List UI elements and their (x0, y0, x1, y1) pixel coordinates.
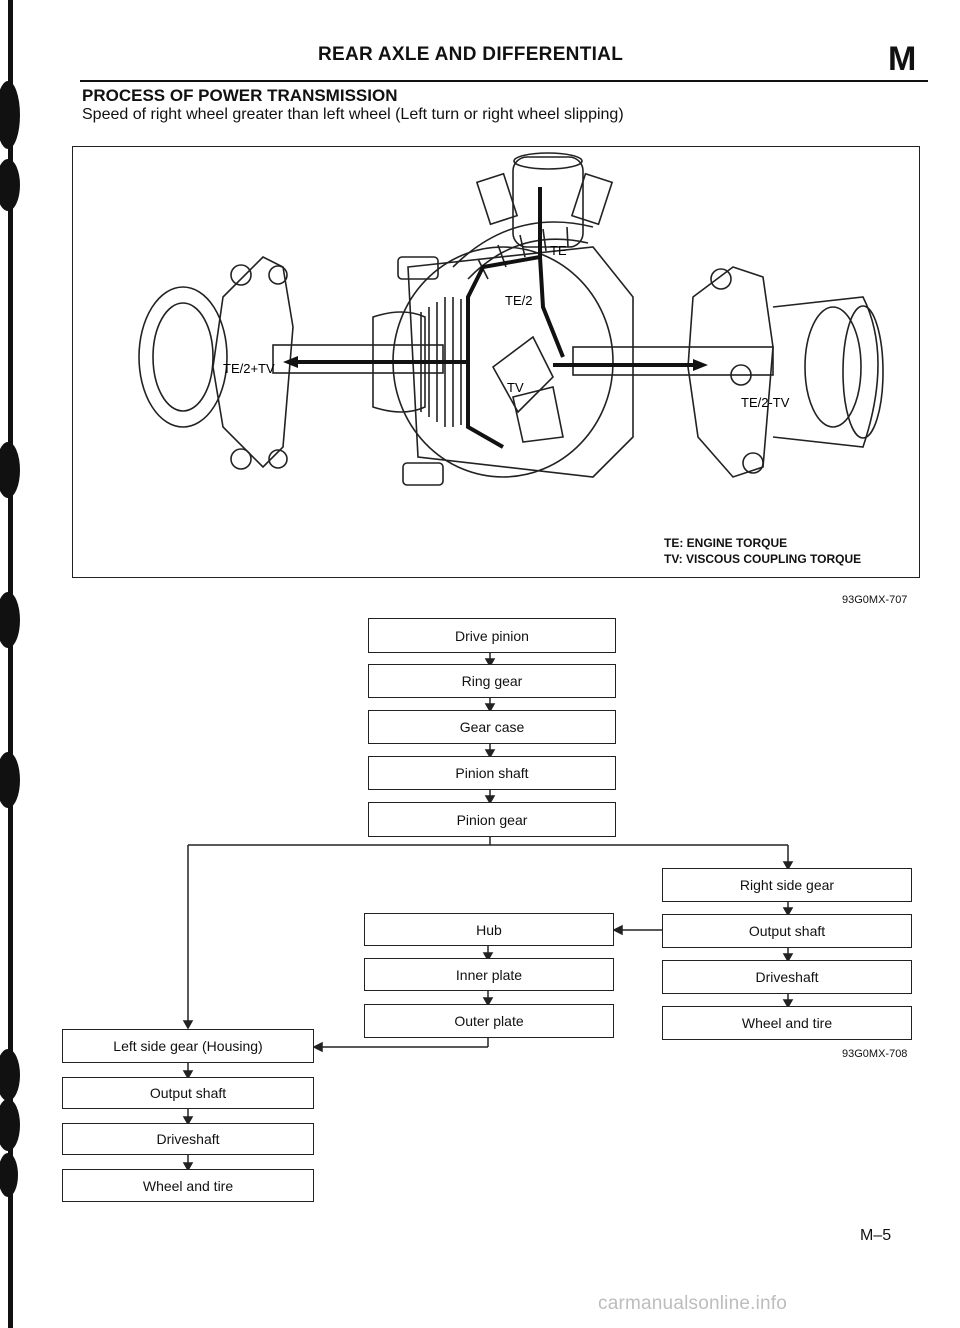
differential-illustration: TE TE/2 TV TE/2+TV TE/2-TV (72, 146, 920, 578)
flowchart-code: 93G0MX-708 (842, 1048, 908, 1060)
page-number: M–5 (860, 1227, 892, 1244)
label-tv: TV (507, 380, 524, 395)
label-te: TE (550, 243, 567, 258)
flow-box-pinion-gear: Pinion gear (368, 802, 616, 837)
flow-box-ring-gear: Ring gear (368, 664, 616, 698)
flow-box-inner-plate: Inner plate (364, 958, 614, 991)
header-rule (80, 80, 928, 82)
watermark: carmanualsonline.info (598, 1293, 788, 1314)
flow-box-outer-plate: Outer plate (364, 1004, 614, 1038)
flow-box-left-wheel-and-tire: Wheel and tire (62, 1169, 314, 1202)
flow-box-left-output-shaft: Output shaft (62, 1077, 314, 1109)
figure-code: 93G0MX-707 (842, 594, 908, 606)
flow-box-right-wheel-and-tire: Wheel and tire (662, 1006, 912, 1040)
label-te-half: TE/2 (505, 293, 532, 308)
label-right-torque: TE/2-TV (741, 395, 790, 410)
binding-edge (0, 0, 20, 1328)
header-title: REAR AXLE AND DIFFERENTIAL (318, 44, 624, 65)
flow-box-right-driveshaft: Driveshaft (662, 960, 912, 994)
flow-box-right-side-gear: Right side gear (662, 868, 912, 902)
section-title: PROCESS OF POWER TRANSMISSION (82, 86, 398, 105)
figure-legend: TE: ENGINE TORQUE TV: VISCOUS COUPLING T… (664, 535, 861, 567)
legend-tv: TV: VISCOUS COUPLING TORQUE (664, 552, 862, 566)
flow-box-hub: Hub (364, 913, 614, 946)
differential-drawing: TE TE/2 TV TE/2+TV TE/2-TV (138, 152, 884, 486)
legend-te: TE: ENGINE TORQUE (664, 536, 788, 550)
flow-box-right-output-shaft: Output shaft (662, 914, 912, 948)
flow-box-drive-pinion: Drive pinion (368, 618, 616, 653)
section-subtitle: Speed of right wheel greater than left w… (82, 106, 624, 123)
flow-box-gear-case: Gear case (368, 710, 616, 744)
label-left-torque: TE/2+TV (223, 361, 275, 376)
flow-box-left-driveshaft: Driveshaft (62, 1123, 314, 1155)
flow-box-left-side-gear: Left side gear (Housing) (62, 1029, 314, 1063)
section-letter: M (888, 40, 917, 78)
flow-box-pinion-shaft: Pinion shaft (368, 756, 616, 790)
